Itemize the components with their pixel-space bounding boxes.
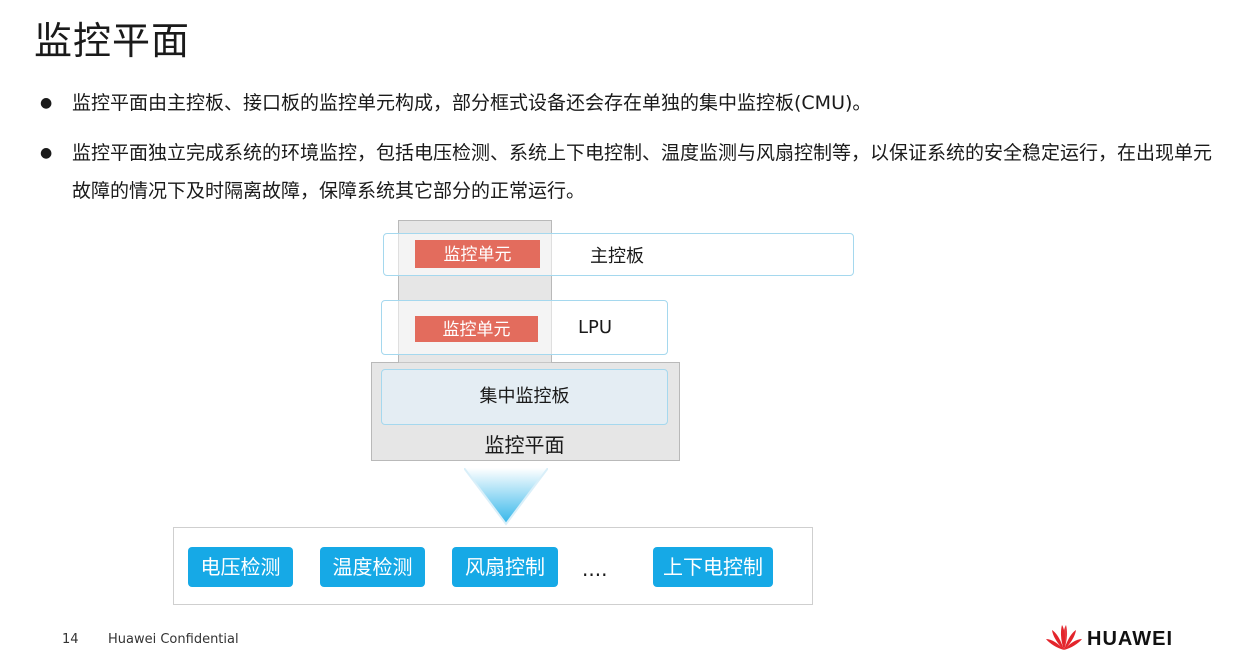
functions-box	[173, 527, 813, 605]
plane-column	[398, 220, 552, 363]
page-number: 14	[62, 632, 79, 647]
main-board-label: 主控板	[590, 246, 644, 267]
function-fan: 风扇控制	[452, 547, 558, 587]
down-arrow-icon	[464, 468, 548, 526]
monitor-unit-lpu: 监控单元	[415, 316, 538, 342]
bullet-dot-icon: ●	[40, 145, 53, 161]
huawei-logo-icon	[1046, 625, 1082, 650]
function-temperature: 温度检测	[320, 547, 425, 587]
lpu-board	[381, 300, 668, 355]
monitor-unit-main: 监控单元	[415, 240, 540, 268]
function-power: 上下电控制	[653, 547, 773, 587]
function-ellipsis: ....	[582, 557, 608, 581]
bullet-dot-icon: ●	[40, 95, 53, 111]
huawei-wordmark: HUAWEI	[1087, 628, 1173, 650]
cmu-board: 集中监控板	[381, 369, 668, 425]
plane-box	[371, 362, 680, 461]
bullet-text: 监控平面独立完成系统的环境监控，包括电压检测、系统上下电控制、温度监测与风扇控制…	[72, 142, 1213, 202]
confidential-label: Huawei Confidential	[108, 632, 239, 647]
bullet-text: 监控平面由主控板、接口板的监控单元构成，部分框式设备还会存在单独的集中监控板(C…	[72, 92, 872, 114]
main-board	[383, 233, 854, 276]
lpu-label: LPU	[578, 317, 613, 338]
plane-label: 监控平面	[484, 433, 565, 457]
page-title: 监控平面	[34, 19, 191, 63]
function-voltage: 电压检测	[188, 547, 293, 587]
